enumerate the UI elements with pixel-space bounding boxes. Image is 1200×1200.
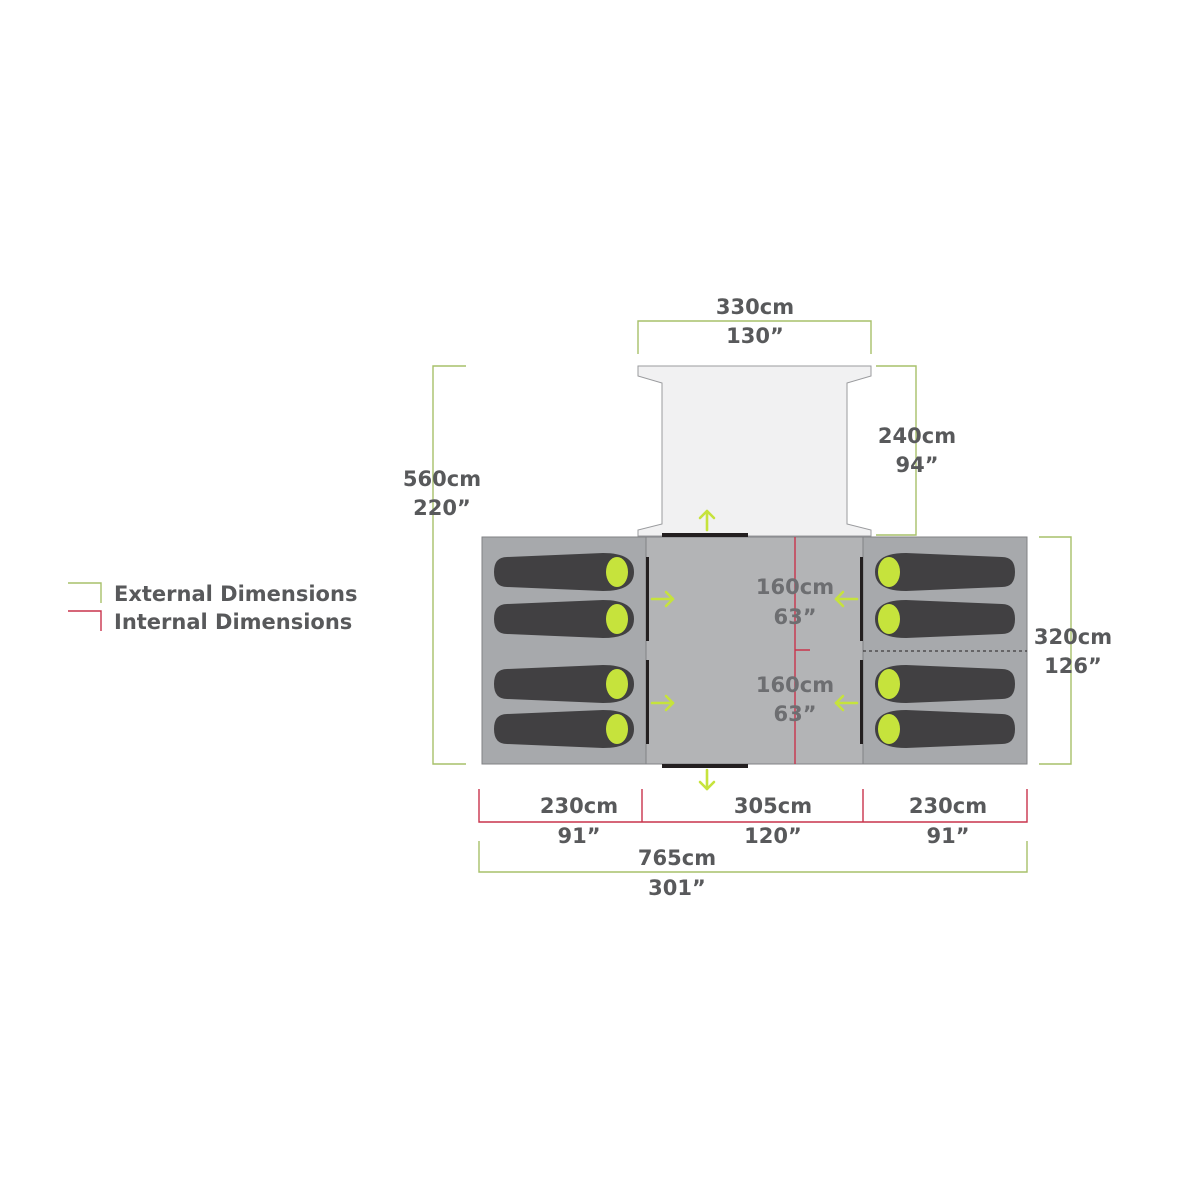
- arrow-up-icon: [698, 509, 716, 532]
- sleeping-bag: [875, 665, 1015, 703]
- arrow-right-icon: [650, 694, 675, 712]
- right-sleeping-bags: [875, 553, 1015, 748]
- porch-width-cm: 330cm: [716, 295, 794, 319]
- total-depth-cm: 560cm: [403, 467, 481, 491]
- sleeping-bag: [494, 553, 634, 591]
- left-bedroom-door-bottom: [646, 660, 649, 744]
- inner-depth-line: [794, 537, 810, 764]
- left-bedroom-door-top: [646, 557, 649, 641]
- total-depth-line: [432, 365, 466, 765]
- living-width-in: 120”: [744, 824, 802, 848]
- porch-canopy: [637, 365, 872, 537]
- total-width-line: [478, 841, 1028, 873]
- left-bedroom-width-in: 91”: [557, 824, 600, 848]
- arrow-left-icon: [834, 590, 859, 608]
- porch-depth-line: [876, 365, 917, 536]
- bedroom-depth-in: 126”: [1044, 654, 1102, 678]
- left-bedroom-width-cm: 230cm: [540, 794, 618, 818]
- bedroom-depth-line: [1039, 536, 1072, 765]
- right-bedroom-door-bottom: [860, 660, 863, 744]
- porch-width-line: [637, 320, 872, 354]
- sleeping-bag: [875, 600, 1015, 638]
- bedroom-widths-line: [478, 789, 1028, 823]
- doors: [646, 533, 863, 768]
- total-width-in: 301”: [648, 876, 706, 900]
- external-legend-marker: [68, 582, 102, 603]
- right-bedroom-width-cm: 230cm: [909, 794, 987, 818]
- sleeping-bag: [494, 600, 634, 638]
- total-width-cm: 765cm: [638, 846, 716, 870]
- legend: External Dimensions Internal Dimensions: [68, 582, 357, 634]
- living-width-cm: 305cm: [734, 794, 812, 818]
- inner-lower-in: 63”: [773, 702, 816, 726]
- porch-width-in: 130”: [726, 324, 784, 348]
- arrow-left-icon: [834, 694, 859, 712]
- inner-upper-in: 63”: [773, 605, 816, 629]
- sleeping-bag: [875, 710, 1015, 748]
- inner-upper-cm: 160cm: [756, 575, 834, 599]
- internal-legend-marker: [68, 610, 102, 631]
- bedroom-depth-cm: 320cm: [1034, 625, 1112, 649]
- right-bedroom-width-in: 91”: [926, 824, 969, 848]
- total-depth-in: 220”: [413, 496, 471, 520]
- right-bedroom-door-top: [860, 557, 863, 641]
- porch-depth-cm: 240cm: [878, 424, 956, 448]
- living-area: [645, 536, 864, 765]
- legend-internal-label: Internal Dimensions: [114, 610, 352, 634]
- rear-door: [662, 764, 748, 768]
- internal-dimension-lines: [478, 537, 1028, 823]
- porch-depth-in: 94”: [895, 453, 938, 477]
- left-sleeping-bags: [494, 553, 634, 748]
- external-dimension-lines: [432, 320, 1072, 873]
- sleeping-bag: [494, 665, 634, 703]
- door-arrows: [650, 509, 859, 791]
- inner-lower-cm: 160cm: [756, 673, 834, 697]
- sleeping-bag: [494, 710, 634, 748]
- arrow-right-icon: [650, 590, 675, 608]
- legend-external-label: External Dimensions: [114, 582, 357, 606]
- sleeping-bag: [875, 553, 1015, 591]
- front-door: [662, 533, 748, 537]
- arrow-down-icon: [698, 768, 716, 791]
